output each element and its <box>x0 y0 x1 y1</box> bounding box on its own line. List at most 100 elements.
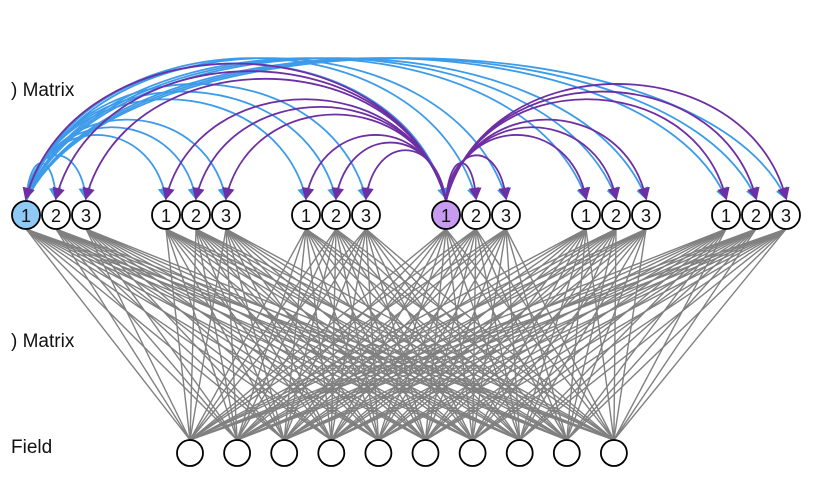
attention-arc <box>82 78 447 202</box>
matrix-node-circle <box>571 200 601 230</box>
connection-line <box>236 228 507 441</box>
matrix-node-label: 2 <box>191 206 201 226</box>
matrix-node-circle <box>711 200 741 230</box>
connection-line <box>519 228 787 441</box>
matrix-node-label: 3 <box>361 206 371 226</box>
connection-line <box>189 228 617 441</box>
field-node <box>176 439 204 467</box>
attention-arcs <box>22 57 790 202</box>
connection-line <box>236 228 367 441</box>
matrix-node: 2 <box>181 200 211 230</box>
connection-line <box>85 228 238 441</box>
attention-arc <box>445 134 591 202</box>
attention-arc <box>445 83 790 202</box>
field-node <box>223 439 252 467</box>
matrix-node-circle <box>741 200 771 230</box>
connection-line <box>283 228 617 441</box>
matrix-node-label: 2 <box>471 206 481 226</box>
matrix-node-circle <box>11 200 41 230</box>
connection-line <box>283 228 507 441</box>
connection-line <box>283 228 587 441</box>
attention-arc <box>25 98 310 202</box>
connection-line <box>189 228 587 441</box>
connection-line <box>165 228 238 441</box>
connection-line <box>25 228 238 441</box>
connection-line <box>225 228 238 441</box>
connection-line <box>236 228 587 441</box>
connection-line <box>195 228 238 441</box>
matrix-node: 2 <box>321 200 351 230</box>
connection-line <box>566 228 727 441</box>
matrix-node-label: 1 <box>441 206 451 226</box>
connection-line <box>85 228 285 441</box>
matrix-node: 1 <box>571 200 601 230</box>
middle-row-label: ) Matrix <box>11 331 75 352</box>
matrix-node: 1 <box>291 200 321 230</box>
connection-line <box>189 228 307 441</box>
matrix-node: 1 <box>431 200 461 230</box>
connection-line <box>236 228 757 441</box>
matrix-node-circle <box>771 200 801 230</box>
connection-line <box>378 228 787 441</box>
connection-line <box>189 228 367 441</box>
attention-arc <box>445 118 650 202</box>
connection-line <box>55 228 285 441</box>
matrix-node-circle <box>601 200 631 230</box>
matrix-node-circle <box>351 200 381 230</box>
field-node <box>458 439 487 467</box>
matrix-node: 3 <box>631 200 661 230</box>
matrix-node: 2 <box>41 200 71 230</box>
matrix-node-label: 2 <box>331 206 341 226</box>
connection-line <box>195 228 285 441</box>
matrix-node: 3 <box>351 200 381 230</box>
connection-line <box>189 228 787 441</box>
matrix-node: 2 <box>741 200 771 230</box>
connection-line <box>189 228 477 441</box>
attention-arc <box>25 154 91 202</box>
bottom-row-label: Field <box>11 437 53 458</box>
matrix-node-label: 3 <box>221 206 231 226</box>
connection-line <box>189 228 727 441</box>
connection-line <box>55 228 191 441</box>
connection-line <box>613 228 757 441</box>
matrix-node-label: 3 <box>81 206 91 226</box>
connection-line <box>472 228 787 441</box>
field-node <box>552 439 581 467</box>
matrix-node: 3 <box>771 200 801 230</box>
connection-line <box>566 228 787 441</box>
matrix-node-label: 1 <box>581 206 591 226</box>
attention-arc <box>192 105 447 202</box>
connection-line <box>283 228 647 441</box>
connection-line <box>519 228 727 441</box>
connection-line <box>236 228 617 441</box>
matrix-node-circle <box>291 200 321 230</box>
connection-line <box>189 228 507 441</box>
matrix-node: 3 <box>491 200 521 230</box>
matrix-node-circle <box>491 200 521 230</box>
matrix-node-circle <box>321 200 351 230</box>
connection-line <box>189 228 227 441</box>
matrix-node-label: 1 <box>721 206 731 226</box>
connection-line <box>283 228 727 441</box>
matrix-node: 3 <box>211 200 241 230</box>
attention-arc <box>445 126 621 202</box>
matrix-node-label: 1 <box>301 206 311 226</box>
connection-line <box>225 228 285 441</box>
connection-line <box>613 228 787 441</box>
connection-line <box>283 228 337 441</box>
matrix-node-label: 3 <box>501 206 511 226</box>
connection-line <box>283 228 447 441</box>
connection-line <box>236 228 787 441</box>
connection-line <box>566 228 757 441</box>
matrix-node-label: 1 <box>21 206 31 226</box>
matrix-node-circle <box>461 200 491 230</box>
matrix-node: 1 <box>711 200 741 230</box>
matrix-node-circle <box>631 200 661 230</box>
matrix-node: 1 <box>151 200 181 230</box>
connection-line <box>283 228 787 441</box>
connection-line <box>236 228 447 441</box>
connection-line <box>189 228 197 441</box>
field-node <box>505 439 534 467</box>
connection-line <box>165 228 191 441</box>
connection-lines <box>25 228 787 441</box>
